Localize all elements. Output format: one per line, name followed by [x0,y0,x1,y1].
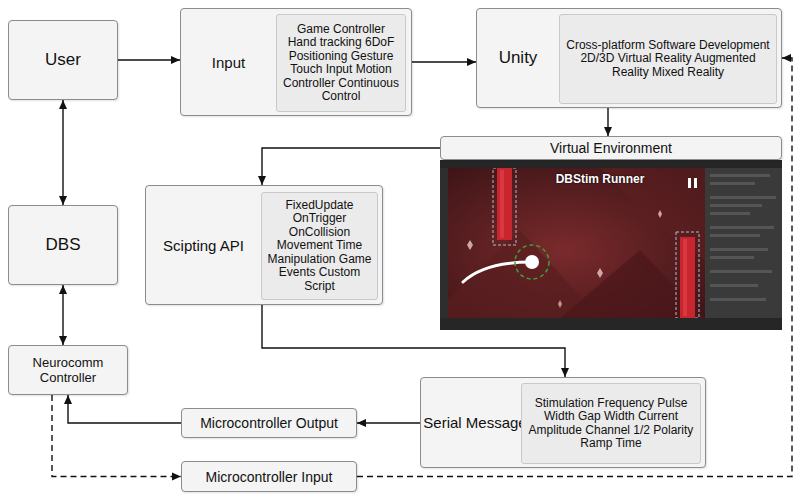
box-title: Scipting API [163,237,244,254]
box-title: DBS [46,235,81,255]
item-list-text: Cross-platform Software Development 2D/3… [564,39,772,80]
flow-arrow [412,61,476,62]
flow-arrow [262,305,565,377]
box-title: Microcontroller Output [200,415,338,431]
process-box: Neurocomm Controller [8,345,128,395]
box-title: Serial Message [423,414,526,431]
item-list: Cross-platform Software Development 2D/3… [559,14,777,104]
title-area: Serial Message [421,378,529,467]
flow-arrow [62,285,63,345]
flow-arrow [262,148,440,185]
process-box: Virtual Environment [440,136,782,160]
box-title: Unity [499,48,538,68]
box-title: Neurocomm Controller [9,355,127,385]
group-box: Input Game Controller Hand tracking 6DoF … [180,8,412,116]
box-title: Virtual Environment [550,140,672,156]
feedback-arrow [52,395,181,477]
process-box: Microcontroller Input [181,461,357,492]
item-list-text: Game Controller Hand tracking 6DoF Posit… [281,23,401,104]
process-box: DBS [8,205,118,285]
group-box: Serial MessageStimulation Frequency Puls… [420,377,706,468]
flow-arrow [607,108,608,136]
title-area: Unity [477,9,559,107]
item-list-text: Stimulation Frequency Pulse Width Gap Wi… [526,397,696,451]
box-title: User [45,50,81,70]
flow-arrow [357,422,420,423]
process-box: User [8,20,118,100]
flow-arrow [68,395,181,423]
item-list-text: FixedUpdate OnTrigger OnCollision Moveme… [266,199,373,294]
box-title: Microcontroller Input [206,469,333,485]
flow-arrow [118,59,180,60]
game-title: DBStim Runner [520,172,680,186]
item-list: Game Controller Hand tracking 6DoF Posit… [276,14,406,112]
flow-arrow [62,100,63,205]
group-box: Scipting API FixedUpdate OnTrigger OnColl… [145,185,383,305]
item-list: Stimulation Frequency Pulse Width Gap Wi… [521,383,701,464]
box-title: Input [212,54,245,71]
title-area: Scipting API [146,186,261,304]
process-box: Microcontroller Output [181,408,357,438]
title-area: Input [181,9,276,115]
feedback-arrow [357,58,792,477]
group-box: Unity Cross-platform Software Development… [476,8,782,108]
item-list: FixedUpdate OnTrigger OnCollision Moveme… [261,192,378,300]
